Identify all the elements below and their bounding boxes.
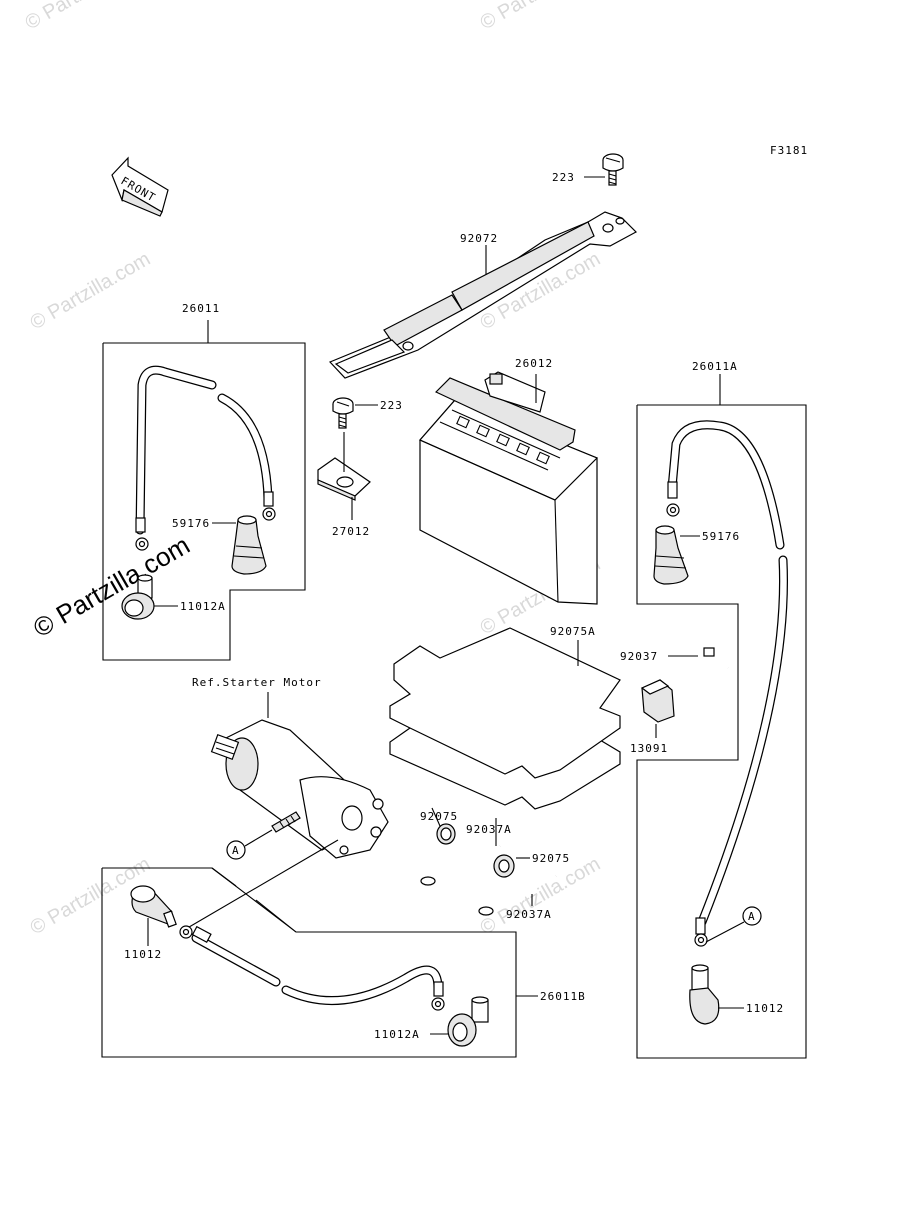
bracket-27012 [317,457,371,501]
ref-starter-motor-label: Ref.Starter Motor [192,676,322,689]
label-92075-b: 92075 [532,852,570,865]
label-92037A-b: 92037A [506,908,552,921]
ref-marker-a-right-text: A [748,910,756,923]
grommet-92075-a [436,823,456,845]
front-arrow-icon: FRONT [111,156,169,217]
pad-13091 [640,679,675,723]
label-59176-left: 59176 [172,517,210,530]
label-11012-left: 11012 [124,948,162,961]
watermark-2: © Partzilla.com [477,0,605,34]
label-11012-right: 11012 [746,1002,784,1015]
label-13091: 13091 [630,742,668,755]
label-223-mid: 223 [380,399,403,412]
cable-26011A [666,420,788,947]
band-92037A-b [478,874,557,916]
label-92072: 92072 [460,232,498,245]
label-92037A-a: 92037A [466,823,512,836]
watermark-3: © Partzilla.com [27,248,155,334]
box-26011A [636,404,807,1059]
cap-11012-left [130,885,177,928]
box-26011 [102,342,306,661]
watermark-main: © Partzilla.com [28,530,195,644]
label-26011B: 26011B [540,990,586,1003]
label-11012A-left: 11012A [180,600,226,613]
bolt-223-top [602,153,624,186]
ref-marker-a-left: A [226,829,273,860]
boot-59176-left [231,515,267,575]
band-92037 [684,647,730,692]
cable-26011 [135,365,276,551]
battery-strap [328,211,637,379]
label-11012A-bottom: 11012A [374,1028,420,1041]
band-92037A-a [420,844,501,886]
cable-26011B [179,925,445,1011]
cap-11012A-left [121,574,155,620]
label-26012: 26012 [515,357,553,370]
ref-marker-a-right: A [705,906,762,943]
figure-code: F3181 [770,144,808,157]
label-92075A: 92075A [550,625,596,638]
watermark-1: © Partzilla.com [22,0,150,34]
label-92075-a: 92075 [420,810,458,823]
bolt-223-mid [332,397,354,429]
label-59176-right: 59176 [702,530,740,543]
cap-11012A-bottom [447,996,489,1047]
cap-11012-right [689,964,720,1025]
stud-a [271,811,301,833]
battery-mat [389,627,621,810]
boot-59176-right [653,525,689,585]
label-223-top: 223 [552,171,575,184]
starter-motor [210,719,389,859]
ref-marker-a-left-text: A [232,844,240,857]
battery [419,371,599,605]
label-92037: 92037 [620,650,658,663]
label-27012: 27012 [332,525,370,538]
grommet-92075-b [493,854,515,878]
label-26011: 26011 [182,302,220,315]
label-26011A: 26011A [692,360,738,373]
